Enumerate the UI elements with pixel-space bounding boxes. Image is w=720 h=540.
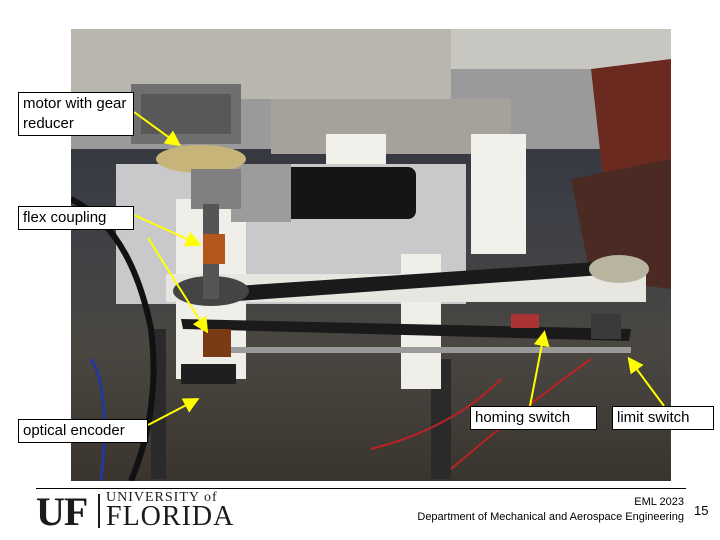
apparatus-photo <box>71 29 671 481</box>
page-number: 15 <box>694 503 709 518</box>
homing-arrow <box>529 330 550 407</box>
label-optical-encoder: optical encoder <box>18 419 148 443</box>
footer-divider <box>36 488 686 489</box>
encoder-arrow-1 <box>147 237 209 334</box>
logo-divider <box>98 494 100 528</box>
label-limit-switch: limit switch <box>612 406 714 430</box>
label-motor-with-gear-reducer: motor with gear reducer <box>18 92 134 136</box>
logo-university-text: UNIVERSITY of <box>106 490 218 505</box>
encoder-arrow-2 <box>147 398 200 426</box>
limit-arrow <box>627 356 665 407</box>
university-of-florida-logo: UF UNIVERSITY of FLORIDA <box>36 488 248 532</box>
uf-logo-mark: UF <box>36 489 88 534</box>
motor-arrow <box>133 111 182 147</box>
label-flex-coupling: flex coupling <box>18 206 134 230</box>
course-info: EML 2023 Department of Mechanical and Ae… <box>360 495 684 525</box>
course-code: EML 2023 <box>634 496 684 508</box>
flex-arrow <box>133 214 202 247</box>
department-name: Department of Mechanical and Aerospace E… <box>417 511 684 523</box>
label-homing-switch: homing switch <box>470 406 597 430</box>
apparatus-illustration <box>71 29 671 481</box>
logo-florida-text: FLORIDA <box>106 501 235 532</box>
